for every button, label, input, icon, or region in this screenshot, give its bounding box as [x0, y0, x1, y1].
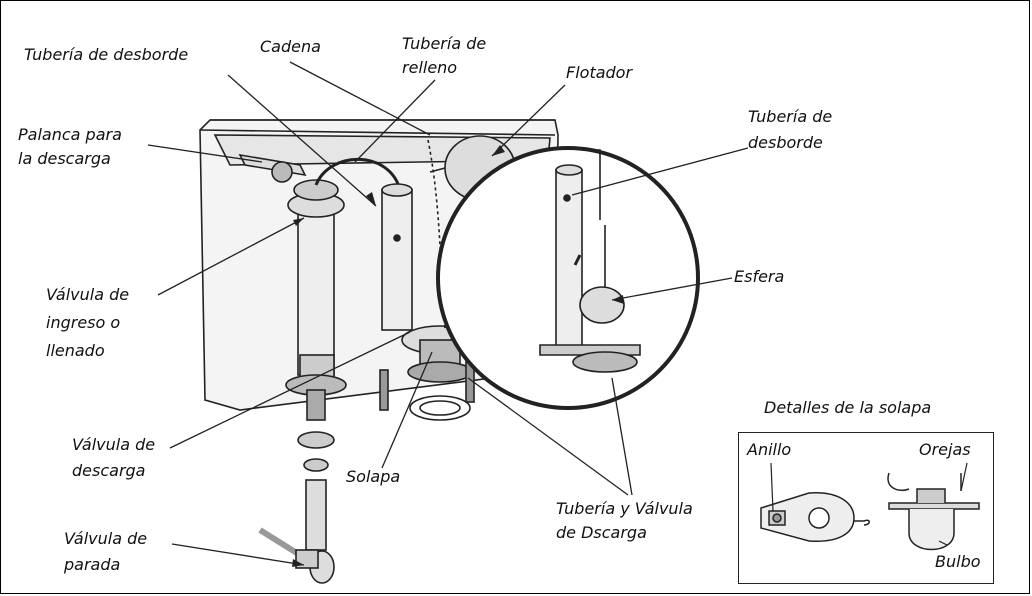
label-valvula-descarga-2: descarga — [72, 461, 146, 480]
label-palanca-2: la descarga — [18, 149, 111, 168]
tank-rim — [199, 119, 556, 136]
label-flotador: Flotador — [566, 63, 633, 82]
inset-title: Detalles de la solapa — [764, 398, 932, 417]
arrowheads — [292, 145, 624, 567]
label-valvula-descarga-1: Válvula de — [72, 435, 156, 454]
label-valvula-parada-1: Válvula de — [64, 529, 148, 548]
fill-valve — [297, 204, 335, 376]
label-tuberia-desborde-right-2: desborde — [748, 133, 823, 152]
label-tuberia-valvula-1: Tubería y Válvula — [556, 499, 693, 518]
label-esfera: Esfera — [734, 267, 785, 286]
refill-tube — [314, 157, 402, 191]
flapper-ball — [579, 286, 625, 324]
label-solapa: Solapa — [346, 467, 401, 486]
label-tuberia-desborde: Tubería de desborde — [24, 45, 189, 64]
label-palanca-1: Palanca para — [18, 125, 122, 144]
inset-label-orejas: Orejas — [919, 440, 971, 459]
inset-label-bulbo: Bulbo — [935, 552, 981, 571]
label-tuberia-relleno-2: relleno — [402, 58, 458, 77]
label-valvula-ingreso-1: Válvula de — [46, 285, 130, 304]
label-cadena: Cadena — [260, 37, 321, 56]
inset-label-anillo: Anillo — [747, 440, 792, 459]
label-tuberia-relleno-1: Tubería de — [402, 34, 487, 53]
label-valvula-ingreso-3: llenado — [46, 341, 105, 360]
flapper-detail-inset: Anillo Orejas Bulbo — [738, 432, 994, 584]
label-valvula-parada-2: parada — [64, 555, 121, 574]
supply-pipe — [305, 479, 327, 551]
label-tuberia-desborde-right-1: Tubería de — [748, 107, 833, 126]
label-valvula-ingreso-2: ingreso o — [46, 313, 121, 332]
flapper-detail-art — [760, 462, 980, 551]
chain — [427, 139, 446, 331]
label-tuberia-valvula-2: de Dscarga — [556, 523, 647, 542]
overflow-tube — [381, 189, 413, 331]
